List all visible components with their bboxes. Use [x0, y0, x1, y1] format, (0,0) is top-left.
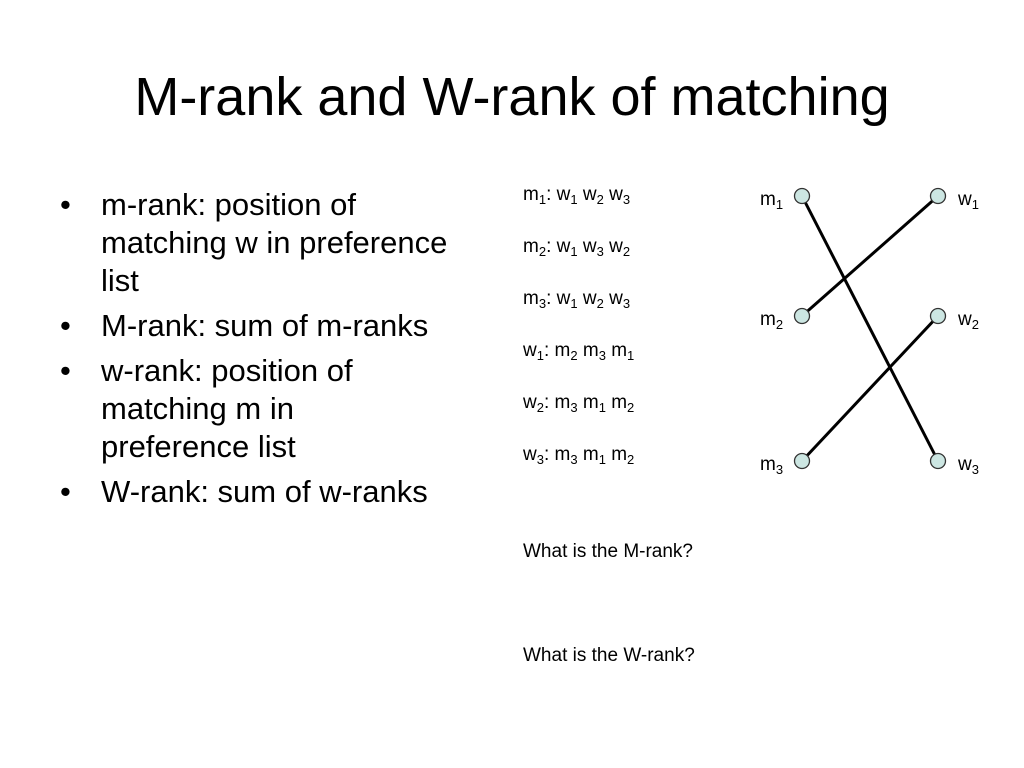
- preference-row-m1: m1: w1 w2 w3: [523, 184, 631, 207]
- preference-row-m2: m2: w1 w3 w2: [523, 236, 631, 259]
- pref-item: w2: [582, 288, 604, 311]
- pref-item: w1: [556, 236, 578, 259]
- pref-item: w3: [582, 236, 604, 259]
- pref-item: m1: [582, 392, 606, 415]
- pref-item: w1: [556, 184, 578, 207]
- node-m1: [793, 187, 811, 205]
- edge-m1-w3: [800, 195, 940, 462]
- node-label-m1: m1: [760, 189, 783, 211]
- matching-graph: m1 m2 m3 w1 w2 w3: [740, 180, 1010, 480]
- bullet-dot: •: [60, 187, 71, 222]
- pref-owner: m2: [523, 236, 547, 259]
- preference-row-m3: m3: w1 w2 w3: [523, 288, 631, 311]
- pref-item: w3: [609, 288, 631, 311]
- node-label-w1: w1: [958, 189, 979, 211]
- pref-item: m1: [611, 340, 635, 363]
- preference-row-w1: w1: m2 m3 m1: [523, 340, 635, 363]
- node-label-text: w1: [958, 189, 979, 212]
- preference-row-w2: w2: m3 m1 m2: [523, 392, 635, 415]
- node-label-text: m2: [760, 309, 784, 332]
- pref-item: w2: [582, 184, 604, 207]
- bullet-item-W-rank: • W-rank: sum of w-ranks: [58, 473, 448, 511]
- node-m2: [793, 307, 811, 325]
- question-m-rank: What is the M-rank?: [523, 541, 693, 562]
- pref-owner: m1: [523, 184, 547, 207]
- pref-item: w1: [556, 288, 578, 311]
- bullet-dot: •: [60, 474, 71, 509]
- node-label-text: m1: [760, 189, 784, 212]
- node-label-m3: m3: [760, 454, 783, 476]
- pref-owner: w2: [523, 392, 544, 415]
- pref-item: m1: [582, 444, 606, 467]
- node-label-text: w3: [958, 454, 979, 477]
- slide-title: M-rank and W-rank of matching: [134, 67, 890, 127]
- preference-lists: m1: w1 w2 w3 m2: w1 w3 w2 m3: w1 w2 w3 w1: …: [523, 184, 634, 496]
- pref-owner: w3: [523, 444, 544, 467]
- pref-item: m3: [554, 392, 578, 415]
- node-w1: [929, 187, 947, 205]
- node-w3: [929, 452, 947, 470]
- bullet-text: m-rank: position of matching w in prefer…: [101, 187, 448, 298]
- pref-item: m3: [582, 340, 606, 363]
- pref-item: m2: [554, 340, 578, 363]
- pref-owner: m3: [523, 288, 547, 311]
- pref-item: m3: [554, 444, 578, 467]
- pref-item: m2: [611, 444, 635, 467]
- node-label-m2: m2: [760, 309, 783, 331]
- pref-item: w3: [609, 184, 631, 207]
- matching-graph-svg: [793, 187, 947, 470]
- bullet-dot: •: [60, 353, 71, 388]
- node-label-text: w2: [958, 309, 979, 332]
- bullet-text: w-rank: position of matching m in prefer…: [101, 353, 353, 464]
- node-label-w3: w3: [958, 454, 979, 476]
- preference-row-w3: w3: m3 m1 m2: [523, 444, 635, 467]
- node-label-text: m3: [760, 454, 784, 477]
- edge-m3-w2: [800, 314, 940, 463]
- edge-m2-w1: [801, 194, 939, 318]
- bullet-text: M-rank: sum of m-ranks: [101, 308, 429, 343]
- bullet-item-M-rank: • M-rank: sum of m-ranks: [58, 307, 448, 345]
- question-w-rank: What is the W-rank?: [523, 645, 695, 666]
- node-label-w2: w2: [958, 309, 979, 331]
- bullet-item-w-rank: • w-rank: position of matching m in pref…: [58, 352, 448, 466]
- pref-owner: w1: [523, 340, 544, 363]
- pref-item: w2: [609, 236, 631, 259]
- pref-item: m2: [611, 392, 635, 415]
- node-m3: [793, 452, 811, 470]
- bullet-dot: •: [60, 308, 71, 343]
- bullet-list: • m-rank: position of matching w in pref…: [58, 186, 448, 518]
- node-w2: [929, 307, 947, 325]
- bullet-item-m-rank: • m-rank: position of matching w in pref…: [58, 186, 448, 300]
- bullet-text: W-rank: sum of w-ranks: [101, 474, 428, 509]
